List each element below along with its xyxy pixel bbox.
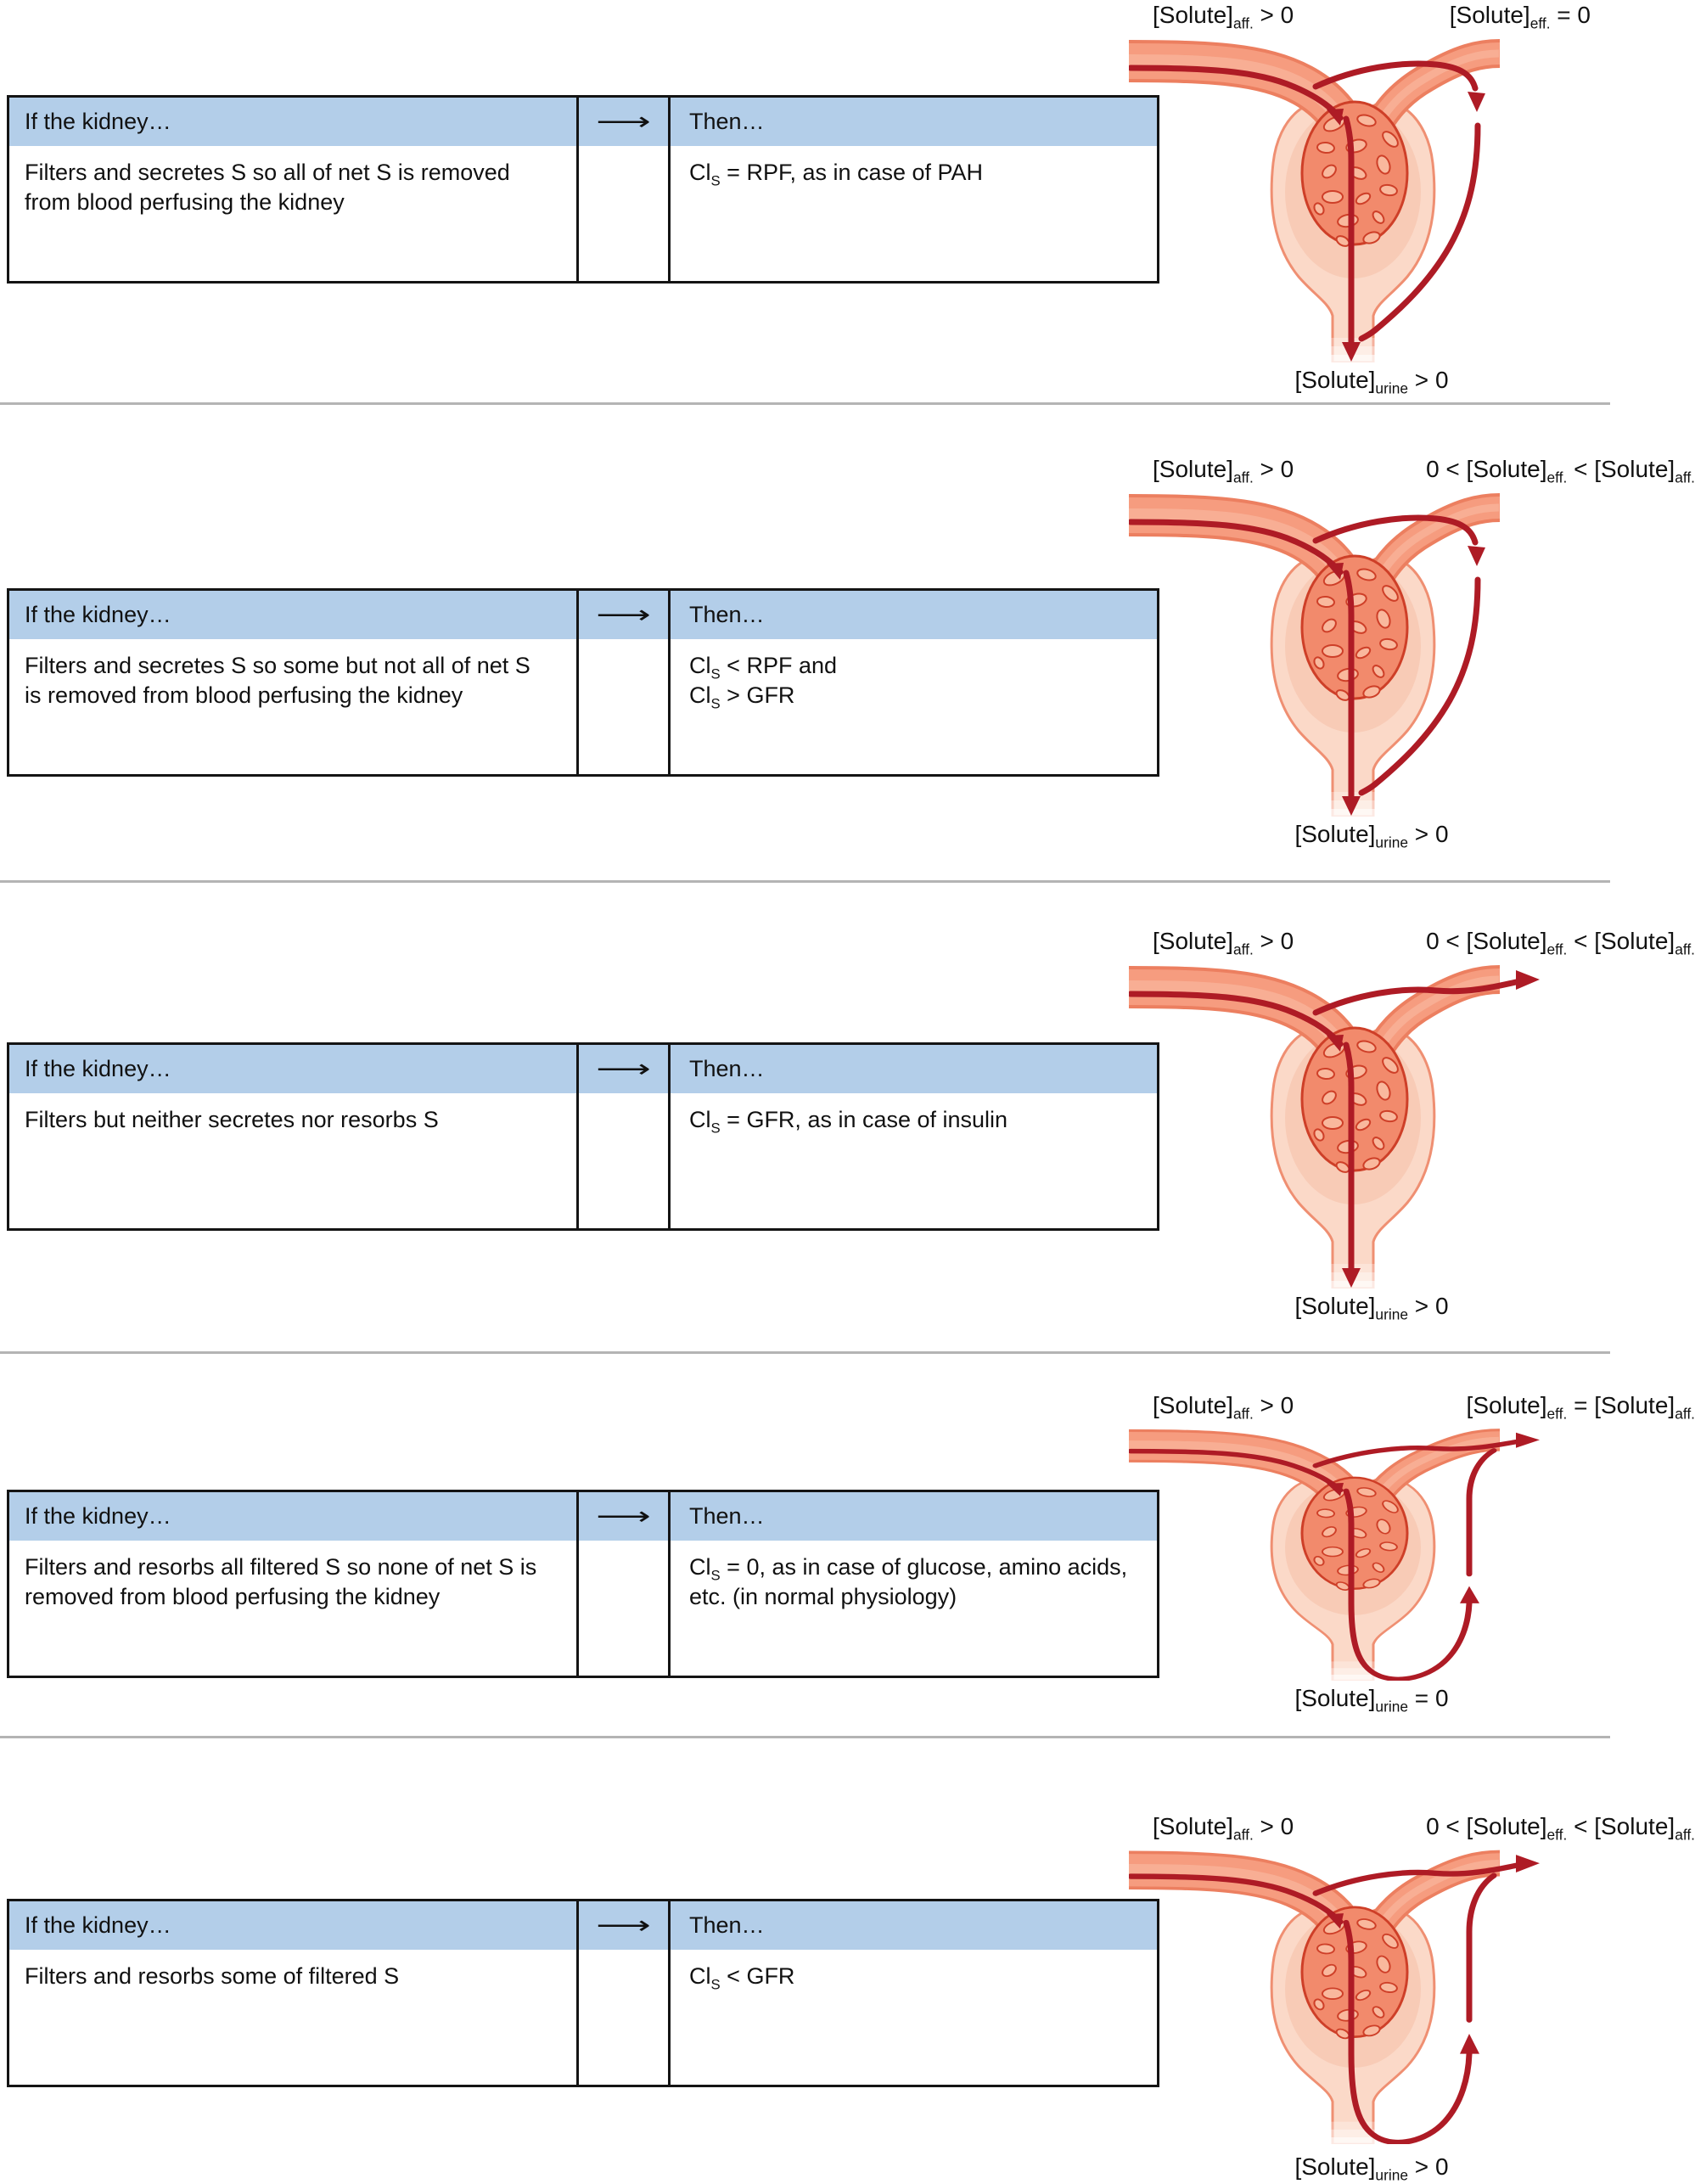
table-header-if: If the kidney…: [9, 1492, 576, 1541]
afferent-solute-label: [Solute]aff. > 0: [1153, 2, 1294, 32]
right-arrow-icon: ⟶: [596, 108, 651, 136]
row-divider: [0, 880, 1610, 883]
afferent-solute-label: [Solute]aff. > 0: [1153, 1813, 1294, 1844]
efferent-solute-label: 0 < [Solute]eff. < [Solute]aff.: [1426, 1813, 1695, 1844]
urine-solute-label: [Solute]urine > 0: [1294, 1293, 1449, 1323]
efferent-solute-label: 0 < [Solute]eff. < [Solute]aff.: [1426, 928, 1695, 958]
table-header-arrow-cell: ⟶: [576, 98, 671, 146]
arrow-cell: [576, 1541, 671, 1676]
table-header-arrow-cell: ⟶: [576, 591, 671, 639]
table-header-arrow-cell: ⟶: [576, 1901, 671, 1950]
arrow-cell: [576, 146, 671, 281]
arrow-cell: [576, 1950, 671, 2085]
nephron-diagram: [1129, 1850, 1540, 2144]
afferent-solute-label: [Solute]aff. > 0: [1153, 456, 1294, 486]
nephron-diagram: [1129, 39, 1501, 362]
if-cell: Filters and resorbs some of filtered S: [25, 1963, 400, 1989]
right-arrow-icon: ⟶: [596, 1912, 651, 1940]
then-line: ClS < RPF and: [689, 653, 837, 682]
then-cell: ClS < GFR: [671, 1950, 1157, 2085]
then-cell: ClS = 0, as in case of glucose, amino ac…: [671, 1541, 1157, 1676]
table-header-if: If the kidney…: [9, 1901, 576, 1950]
if-cell: Filters but neither secretes nor resorbs…: [25, 1107, 439, 1132]
urine-solute-label: [Solute]urine = 0: [1294, 1685, 1449, 1715]
nephron-diagram: [1129, 493, 1501, 817]
table-header-if: If the kidney…: [9, 1045, 576, 1093]
if-cell: Filters and secretes S so all of net S i…: [25, 160, 510, 216]
nephron-figure: [Solute]aff. > 0 [Solute]eff. = [Solute]…: [1129, 1392, 1695, 1714]
row-divider: [0, 1351, 1610, 1354]
table-header-if: If the kidney…: [9, 98, 576, 146]
table-header-then: Then…: [671, 1045, 1157, 1093]
then-line: ClS > GFR: [689, 682, 795, 712]
row-filter-resorb-all: If the kidney… ⟶ Then… Filters and resor…: [0, 1354, 1695, 1738]
row-filter-only: If the kidney… ⟶ Then… Filters but neith…: [0, 883, 1695, 1354]
afferent-solute-label: [Solute]aff. > 0: [1153, 928, 1294, 958]
urine-solute-label: [Solute]urine > 0: [1294, 821, 1449, 851]
nephron-figure: [Solute]aff. > 0 0 < [Solute]eff. < [Sol…: [1129, 928, 1695, 1322]
table-header-arrow-cell: ⟶: [576, 1045, 671, 1093]
then-line: ClS = RPF, as in case of PAH: [689, 160, 984, 189]
efferent-solute-label: [Solute]eff. = 0: [1449, 2, 1591, 32]
nephron-figure: [Solute]aff. > 0 [Solute]eff. = 0 [Solut…: [1129, 2, 1695, 396]
row-filter-secrete-all: If the kidney… ⟶ Then… Filters and secre…: [0, 0, 1695, 405]
nephron-diagram: [1129, 965, 1540, 1289]
then-cell: ClS = RPF, as in case of PAH: [671, 146, 1157, 281]
table-header-arrow-cell: ⟶: [576, 1492, 671, 1541]
if-cell: Filters and secretes S so some but not a…: [25, 653, 530, 709]
then-line: ClS < GFR: [689, 1963, 795, 1993]
urine-solute-label: [Solute]urine > 0: [1294, 367, 1449, 397]
row-divider: [0, 402, 1610, 405]
table-header-then: Then…: [671, 1492, 1157, 1541]
if-then-table: If the kidney… ⟶ Then… Filters and resor…: [7, 1490, 1159, 1678]
then-cell: ClS = GFR, as in case of insulin: [671, 1093, 1157, 1228]
table-header-then: Then…: [671, 1901, 1157, 1950]
if-cell: Filters and resorbs all filtered S so no…: [25, 1554, 537, 1610]
right-arrow-icon: ⟶: [596, 601, 651, 629]
efferent-solute-label: 0 < [Solute]eff. < [Solute]aff.: [1426, 456, 1695, 486]
if-then-table: If the kidney… ⟶ Then… Filters and secre…: [7, 95, 1159, 284]
nephron-figure: [Solute]aff. > 0 0 < [Solute]eff. < [Sol…: [1129, 1813, 1695, 2182]
table-header-then: Then…: [671, 591, 1157, 639]
arrow-cell: [576, 1093, 671, 1228]
efferent-solute-label: [Solute]eff. = [Solute]aff.: [1466, 1392, 1695, 1423]
right-arrow-icon: ⟶: [596, 1055, 651, 1083]
if-then-table: If the kidney… ⟶ Then… Filters and secre…: [7, 588, 1159, 777]
then-cell: ClS < RPF and ClS > GFR: [671, 639, 1157, 774]
row-divider: [0, 1736, 1610, 1738]
table-header-if: If the kidney…: [9, 591, 576, 639]
table-header-then: Then…: [671, 98, 1157, 146]
if-then-table: If the kidney… ⟶ Then… Filters but neith…: [7, 1042, 1159, 1231]
row-filter-secrete-some: If the kidney… ⟶ Then… Filters and secre…: [0, 405, 1695, 883]
if-then-table: If the kidney… ⟶ Then… Filters and resor…: [7, 1899, 1159, 2087]
nephron-figure: [Solute]aff. > 0 0 < [Solute]eff. < [Sol…: [1129, 456, 1695, 850]
urine-solute-label: [Solute]urine > 0: [1294, 2153, 1449, 2184]
arrow-cell: [576, 639, 671, 774]
nephron-diagram: [1129, 1429, 1540, 1681]
then-line: ClS = GFR, as in case of insulin: [689, 1107, 1008, 1137]
then-line: ClS = 0, as in case of glucose, amino ac…: [689, 1554, 1128, 1610]
row-filter-resorb-some: If the kidney… ⟶ Then… Filters and resor…: [0, 1738, 1695, 2182]
afferent-solute-label: [Solute]aff. > 0: [1153, 1392, 1294, 1423]
right-arrow-icon: ⟶: [596, 1502, 651, 1530]
